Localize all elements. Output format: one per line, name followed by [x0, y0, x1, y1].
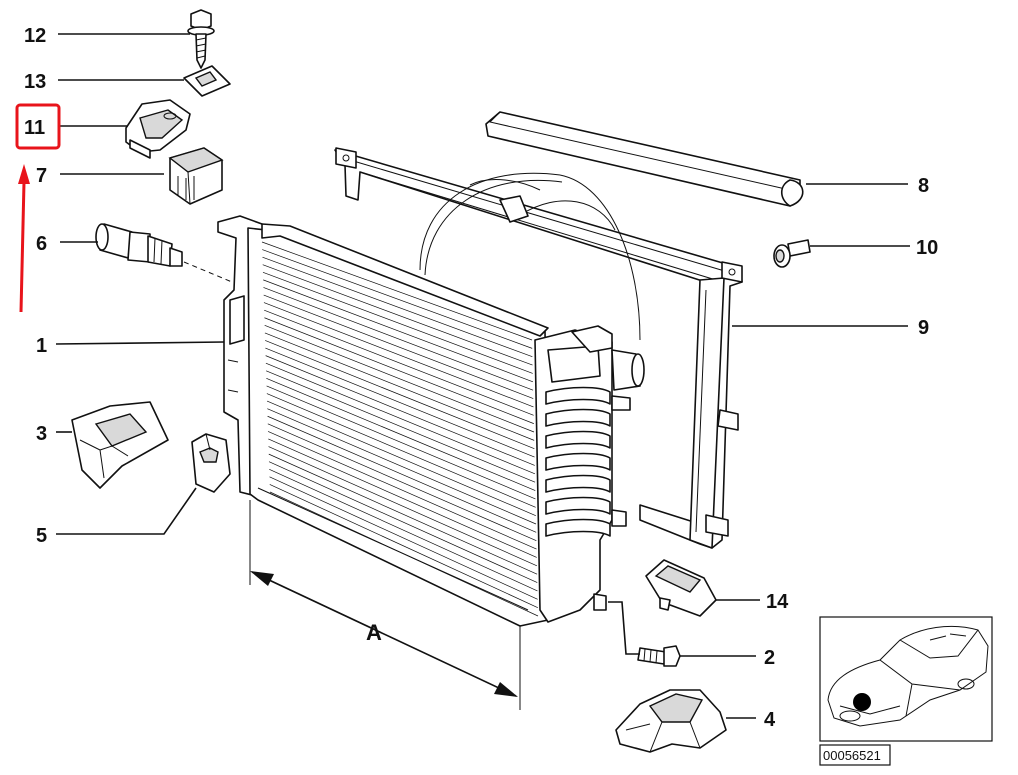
radiator-fin — [266, 378, 536, 491]
callout-9: 9 — [918, 317, 929, 339]
callout-11: 11 — [24, 117, 45, 139]
radiator-fin — [269, 491, 539, 617]
tank-rib — [545, 408, 611, 427]
radiator-fin — [264, 325, 535, 433]
fan-shroud-frame — [334, 147, 743, 549]
radiator-fin — [264, 317, 534, 424]
callout-6: 6 — [36, 233, 47, 255]
radiator-fin — [267, 431, 537, 550]
part-10-rivet — [773, 239, 811, 268]
part-13-clip-nut — [183, 65, 231, 97]
part-3-lower-bracket — [71, 401, 169, 489]
part-2-bolt — [637, 645, 681, 667]
callout-1: 1 — [36, 335, 47, 357]
radiator-fin — [264, 332, 535, 441]
radiator-fin — [266, 393, 536, 508]
radiator-fin — [263, 302, 534, 408]
tank-rib — [545, 518, 611, 537]
highlight-annotation — [15, 103, 61, 313]
radiator-fin — [263, 279, 534, 383]
radiator-fin — [263, 294, 534, 399]
part-11-bracket — [125, 99, 191, 159]
callout-7: 7 — [36, 165, 47, 187]
highlight-arrow-icon — [18, 164, 30, 184]
radiator-fin — [267, 415, 537, 533]
radiator-fin — [268, 453, 538, 575]
dimension-a: A — [249, 500, 521, 710]
part-5-rubber-pad — [191, 433, 231, 493]
radiator-fin — [269, 484, 538, 608]
callout-3: 3 — [36, 423, 47, 445]
radiator-fin — [262, 271, 533, 374]
callout-2: 2 — [764, 647, 775, 669]
part-14-bracket — [645, 559, 717, 617]
radiator-fin — [268, 446, 538, 567]
radiator-fin — [267, 423, 537, 542]
location-dot-icon — [853, 693, 871, 711]
callout-8: 8 — [918, 175, 929, 197]
radiator-fin — [269, 476, 538, 600]
callout-14: 14 — [766, 591, 789, 613]
leader-lines — [55, 33, 910, 719]
radiator-fin — [261, 241, 533, 341]
tank-rib — [545, 452, 611, 471]
tank-rib — [545, 496, 611, 515]
part-7-rubber-block — [168, 147, 224, 205]
highlight-arrow-shaft — [19, 181, 26, 313]
callout-labels: 12 13 11 7 6 1 3 5 8 10 9 14 2 4 — [24, 25, 938, 731]
radiator-core — [217, 215, 645, 627]
radiator-fin — [265, 362, 536, 475]
radiator-fin — [267, 408, 537, 525]
tank-rib — [545, 430, 611, 449]
callout-12: 12 — [24, 25, 46, 47]
radiator-fin — [262, 256, 533, 358]
part-4-lower-bracket — [615, 689, 727, 753]
callout-4: 4 — [764, 709, 776, 731]
radiator-fin — [269, 468, 538, 592]
radiator-fin — [265, 347, 535, 458]
radiator-fin — [262, 249, 533, 349]
part-8-rubber-seal — [485, 111, 804, 207]
radiator-fin — [265, 355, 535, 466]
tank-rib — [545, 386, 611, 405]
part-6-temp-switch — [95, 223, 183, 267]
callout-10: 10 — [916, 237, 938, 259]
dimension-label-a: A — [366, 620, 382, 645]
radiator-fin — [265, 370, 536, 483]
radiator-fin — [268, 438, 537, 558]
radiator-fin — [264, 309, 534, 416]
radiator-fin — [266, 385, 536, 500]
callout-5: 5 — [36, 525, 47, 547]
radiator-fin — [262, 264, 533, 366]
part-12-screw — [187, 9, 215, 69]
car-locator-inset: 00056521 — [819, 616, 993, 766]
fan-blade-outline — [419, 172, 641, 341]
tank-rib — [545, 474, 611, 493]
highlight-box — [15, 103, 61, 150]
radiator-fin — [268, 461, 538, 583]
radiator-fin — [265, 340, 535, 450]
radiator-fin — [266, 400, 536, 516]
radiator-fin — [263, 287, 534, 391]
inset-code: 00056521 — [823, 748, 881, 763]
callout-13: 13 — [24, 71, 46, 93]
